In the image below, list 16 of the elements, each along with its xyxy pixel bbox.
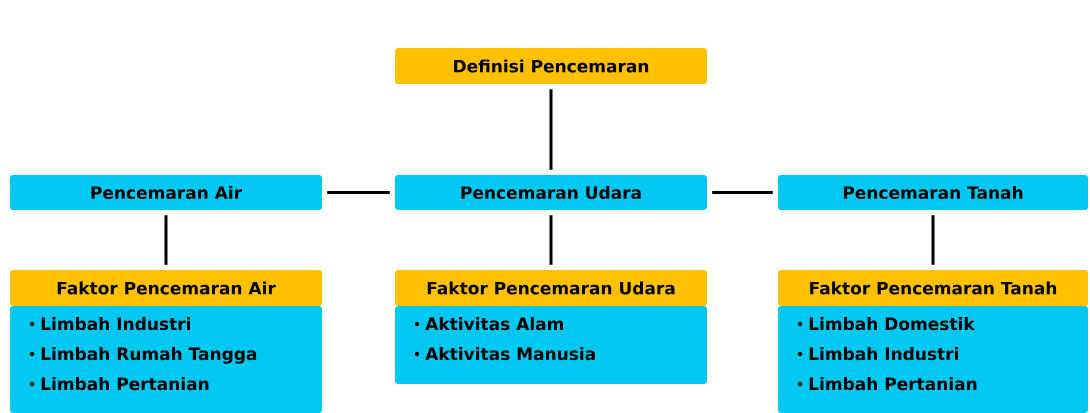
bullet-list-box: Limbah Industri Limbah Rumah Tangga Limbah Pertanian: [10, 306, 322, 413]
bullet-list-box: Limbah Domestik Limbah Industri Limbah Pertanian: [778, 306, 1088, 413]
connector-line: [327, 191, 390, 194]
connector-line: [712, 191, 773, 194]
connector-line: [549, 89, 553, 170]
bullet-list-box: Aktivitas Alam Aktivitas Manusia: [395, 306, 707, 384]
heading-box: Faktor Pencemaran Air: [10, 270, 322, 306]
heading-box: Faktor Pencemaran Tanah: [778, 270, 1088, 306]
category-box: Pencemaran Udara: [395, 175, 707, 210]
heading-box: Definisi Pencemaran: [395, 48, 707, 84]
category-box: Pencemaran Air: [10, 175, 322, 210]
heading-box: Faktor Pencemaran Udara: [395, 270, 707, 306]
connector-line: [549, 215, 553, 265]
category-box: Pencemaran Tanah: [778, 175, 1088, 210]
connector-line: [164, 215, 168, 265]
connector-line: [931, 215, 935, 265]
